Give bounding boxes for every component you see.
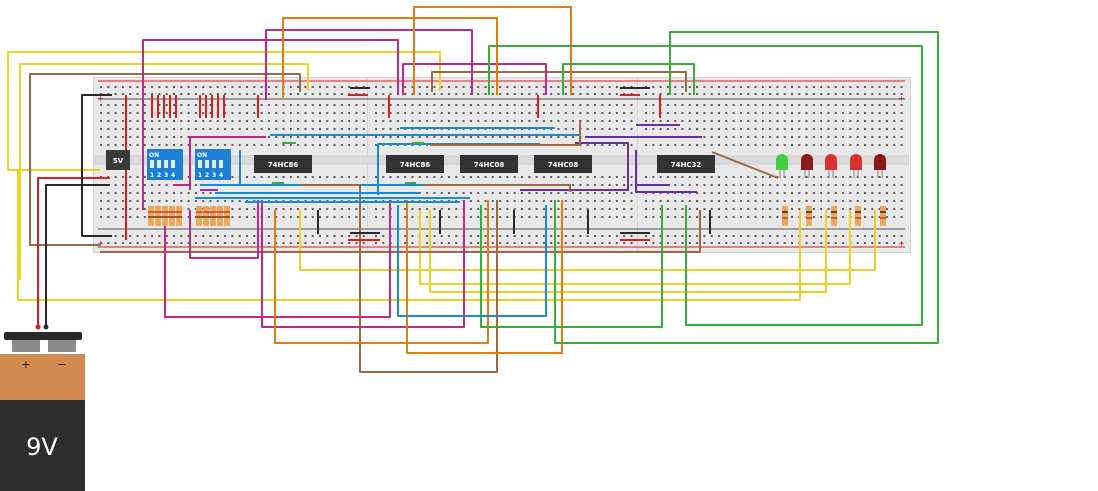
voltage-regulator[interactable]: 5V xyxy=(106,150,130,170)
wire-magenta[interactable] xyxy=(189,200,259,259)
wire-green[interactable] xyxy=(562,63,695,95)
wire-orange[interactable] xyxy=(413,6,572,95)
wire-yellow[interactable] xyxy=(419,210,851,285)
dip-num: 1 xyxy=(150,172,154,179)
chip-label: 74HC32 xyxy=(671,161,702,169)
wires[interactable] xyxy=(7,6,939,373)
rail-plus-sign: + xyxy=(898,94,905,103)
led[interactable] xyxy=(801,154,813,178)
wire-brown[interactable] xyxy=(359,185,498,373)
wire-brown[interactable] xyxy=(711,151,779,179)
wire-brown[interactable] xyxy=(100,210,701,253)
wire-green[interactable] xyxy=(488,45,923,326)
dip-on-label: ON xyxy=(197,152,207,159)
wire-magenta[interactable] xyxy=(261,200,465,328)
rail-plus-sign: + xyxy=(97,239,104,248)
red-leads xyxy=(151,94,661,241)
battery-label: 9V xyxy=(26,433,58,461)
dip-num: 4 xyxy=(219,172,223,179)
power-rails xyxy=(98,80,905,248)
resistor[interactable] xyxy=(806,206,812,226)
ic-chip-3[interactable]: 74HC08 xyxy=(460,155,518,173)
wire-black[interactable] xyxy=(45,184,110,328)
battery-terminal-plus[interactable] xyxy=(12,340,40,352)
chip-label: 74HC08 xyxy=(474,161,505,169)
dip-switch-1[interactable]: ON 1 2 3 4 xyxy=(147,149,183,180)
dip-num: 2 xyxy=(157,172,161,179)
resistor[interactable] xyxy=(210,206,216,226)
wire-brown[interactable] xyxy=(431,71,687,92)
rail-plus-sign: + xyxy=(97,94,104,103)
dip-num: 4 xyxy=(171,172,175,179)
resistor[interactable] xyxy=(880,206,886,226)
led[interactable] xyxy=(874,154,886,178)
led-resistors[interactable] xyxy=(782,206,886,226)
resistor[interactable] xyxy=(831,206,837,226)
regulator-label: 5V xyxy=(113,157,124,165)
battery-body xyxy=(0,400,85,491)
wire-yellow[interactable] xyxy=(19,63,309,280)
resistor[interactable] xyxy=(224,206,230,226)
resistor[interactable] xyxy=(155,206,161,226)
resistor[interactable] xyxy=(162,206,168,226)
battery-minus-sign: − xyxy=(57,358,66,371)
dip-num: 3 xyxy=(164,172,168,179)
ic-chip-2[interactable]: 74HC86 xyxy=(386,155,444,173)
dip-num: 3 xyxy=(212,172,216,179)
ic-chip-5[interactable]: 74HC32 xyxy=(657,155,715,173)
resistor[interactable] xyxy=(148,206,154,226)
wire-purple[interactable] xyxy=(635,150,697,193)
led[interactable] xyxy=(776,154,788,178)
led[interactable] xyxy=(825,154,837,178)
resistor[interactable] xyxy=(855,206,861,226)
wire-magenta[interactable] xyxy=(164,200,391,318)
wire-magenta[interactable] xyxy=(189,136,266,190)
ic-chip-1[interactable]: 74HC86 xyxy=(254,155,312,173)
led[interactable] xyxy=(850,154,862,178)
resistor[interactable] xyxy=(782,206,788,226)
battery-top xyxy=(0,354,85,402)
rail-signs: + + + + xyxy=(97,94,905,248)
resistor[interactable] xyxy=(196,206,202,226)
wire-purple[interactable] xyxy=(520,142,629,191)
resistor[interactable] xyxy=(176,206,182,226)
wire-orange[interactable] xyxy=(282,17,498,98)
chip-label: 74HC86 xyxy=(400,161,431,169)
jumpers[interactable] xyxy=(173,120,581,203)
resistor[interactable] xyxy=(203,206,209,226)
wire-yellow[interactable] xyxy=(299,210,876,271)
ic-chip-4[interactable]: 74HC08 xyxy=(534,155,592,173)
rail-plus-sign: + xyxy=(898,239,905,248)
wire-green[interactable] xyxy=(480,205,663,328)
battery-clip xyxy=(4,332,82,340)
wire-brown[interactable] xyxy=(29,73,301,246)
wire-black[interactable] xyxy=(81,94,112,237)
battery-plus-sign: + xyxy=(21,358,30,371)
wire-magenta[interactable] xyxy=(142,39,399,210)
wire-green[interactable] xyxy=(554,31,939,344)
wire-red[interactable] xyxy=(37,177,110,328)
black-leads xyxy=(317,87,711,234)
resistor-bank[interactable] xyxy=(148,206,230,226)
battery-terminal-minus[interactable] xyxy=(48,340,76,352)
resistor[interactable] xyxy=(217,206,223,226)
dip-on-label: ON xyxy=(149,152,159,159)
led-row[interactable] xyxy=(776,154,886,178)
chip-label: 74HC08 xyxy=(548,161,579,169)
resistor[interactable] xyxy=(169,206,175,226)
wire-magenta[interactable] xyxy=(265,29,473,100)
wire-orange[interactable] xyxy=(274,200,489,344)
chip-label: 74HC86 xyxy=(268,161,299,169)
dip-switch-2[interactable]: ON 1 2 3 4 xyxy=(195,149,231,180)
battery-9v[interactable]: + − 9V xyxy=(0,324,85,491)
wire-blue[interactable] xyxy=(397,205,547,317)
wire-brown[interactable] xyxy=(425,184,571,192)
dip-num: 2 xyxy=(205,172,209,179)
wire-orange[interactable] xyxy=(406,200,563,354)
dip-num: 1 xyxy=(198,172,202,179)
wire-magenta[interactable] xyxy=(402,63,547,95)
